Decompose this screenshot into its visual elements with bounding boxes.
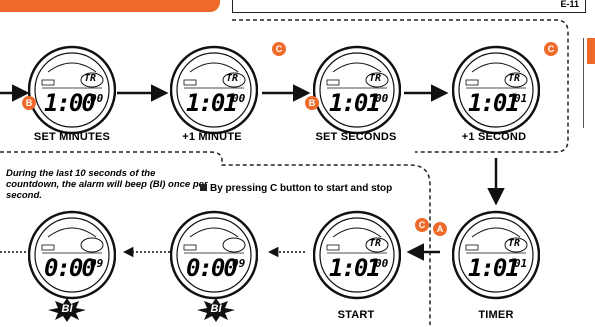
button-c-badge-3: C (415, 218, 429, 232)
bullet-square-icon (200, 184, 207, 191)
watch-top-label: TR (84, 73, 97, 84)
watch-seconds-digits: 09 (232, 257, 246, 270)
watch-seconds-digits: 01 (514, 92, 528, 105)
beep-label-2: BI (210, 303, 222, 315)
button-note: By pressing C button to start and stop (200, 183, 392, 194)
caption-start: START (337, 309, 375, 321)
watch-main-digits: 0:00 (44, 254, 96, 282)
watch-seconds-digits: 00 (375, 92, 389, 105)
watch-seconds-digits: 00 (90, 92, 104, 105)
button-note-text: By pressing C button to start and stop (210, 183, 393, 194)
side-divider (583, 38, 584, 128)
watch-seconds-digits: 00 (232, 92, 246, 105)
watch-case (312, 45, 402, 135)
caption-plus-minute: +1 MINUTE (182, 131, 242, 143)
starburst-icon (48, 298, 86, 322)
button-b-badge: B (22, 96, 36, 110)
watch-top-label: TR (508, 238, 521, 249)
caption-set-seconds: SET SECONDS (315, 131, 397, 143)
watch-main-digits: 1:00 (44, 89, 96, 117)
caption-plus-second: +1 SECOND (461, 131, 527, 143)
dashed-frame-top (232, 19, 569, 153)
watch-main-digits: 1:01 (468, 254, 520, 282)
watch-case (451, 210, 541, 300)
caption-timer: TIMER (478, 309, 514, 321)
watch-case (27, 210, 117, 300)
watch-main-digits: 1:01 (186, 89, 238, 117)
button-a-badge: A (433, 222, 447, 236)
starburst-icon (197, 298, 235, 322)
button-c-badge: C (272, 42, 286, 56)
watch-top-label: TR (226, 73, 239, 84)
side-tab (587, 38, 595, 64)
watch-seconds-digits: 09 (90, 257, 104, 270)
watch-case (27, 45, 117, 135)
watch-case (451, 45, 541, 135)
watch-top-label: TR (369, 73, 382, 84)
watch-main-digits: 1:01 (329, 254, 381, 282)
watch-seconds-digits: 01 (514, 257, 528, 270)
beep-burst-1: BI (48, 298, 86, 322)
button-c-badge-2: C (544, 42, 558, 56)
caption-set-minutes: SET MINUTES (33, 131, 111, 143)
dashed-frame-bottom (0, 151, 431, 325)
watch-top-label: TR (369, 238, 382, 249)
page-number: E-11 (560, 0, 579, 9)
page-header-frame: E-11 (232, 0, 586, 13)
watch-main-digits: 0:00 (186, 254, 238, 282)
button-b-badge-2: B (305, 96, 319, 110)
watch-seconds-digits: 00 (375, 257, 389, 270)
watch-main-digits: 1:01 (468, 89, 520, 117)
header-accent-bar (0, 0, 220, 12)
watch-main-digits: 1:01 (329, 89, 381, 117)
beep-label-1: BI (61, 303, 73, 315)
watch-case (169, 210, 259, 300)
countdown-note: During the last 10 seconds of the countd… (6, 168, 208, 201)
watch-case (169, 45, 259, 135)
beep-burst-2: BI (197, 298, 235, 322)
watch-top-label: TR (508, 73, 521, 84)
watch-case (312, 210, 402, 300)
